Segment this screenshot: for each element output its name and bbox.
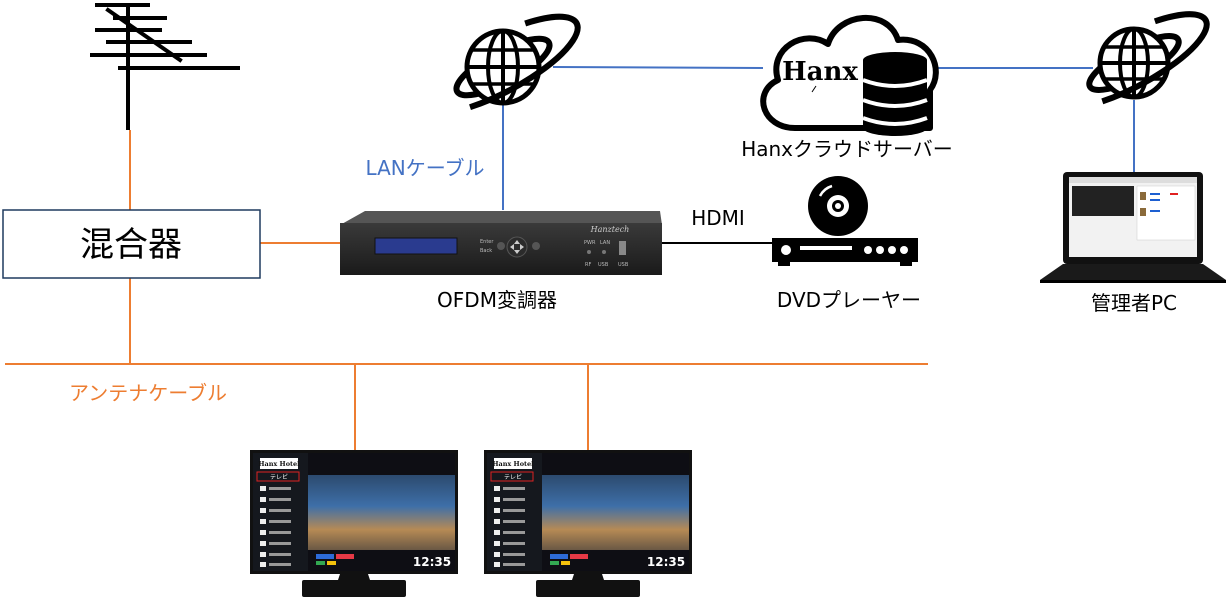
dpad-icon <box>506 236 528 258</box>
device-lan-label: LAN <box>600 240 610 246</box>
cloud-logo: Hanx <box>782 57 858 87</box>
modulator-icon: Enter Back PWR LAN RF USB USB Hanztech <box>340 211 662 275</box>
antenna-icon <box>90 3 240 130</box>
database-icon <box>862 52 928 136</box>
admin-pc-label: 管理者PC <box>1091 291 1177 315</box>
tv-menu-first: テレビ <box>270 473 288 481</box>
device-back-label: Back <box>480 248 492 254</box>
mixer-node: 混合器 <box>2 209 261 279</box>
laptop-icon <box>1040 172 1226 283</box>
lan-cable-label: LANケーブル <box>365 156 484 180</box>
globe-icon <box>1086 11 1210 105</box>
hdmi-label: HDMI <box>691 206 745 230</box>
tv-time: 12:35 <box>413 555 451 569</box>
tv-menu-first: テレビ <box>504 473 522 481</box>
antenna-cable-label: アンテナケーブル <box>69 381 227 405</box>
globe-to-cloud-line <box>552 66 764 69</box>
tv-time: 12:35 <box>647 555 685 569</box>
dvd-player-icon <box>772 176 918 266</box>
device-enter-label: Enter <box>480 239 494 245</box>
connections <box>5 66 1135 450</box>
globe-icon <box>453 13 581 111</box>
ofdm-label: OFDM変調器 <box>437 288 557 312</box>
device-rf-label: RF <box>585 262 591 268</box>
device-pwr-label: PWR <box>584 240 596 246</box>
tv-icon: Hanx Hotel テレビ 12:35 <box>484 450 692 597</box>
device-brand: Hanztech <box>590 225 630 234</box>
cloud-server-label: Hanxクラウドサーバー <box>741 137 953 161</box>
device-usb2-label: USB <box>618 262 629 268</box>
tv-logo: Hanx Hotel <box>258 460 300 468</box>
tv-icon: Hanx Hotel テレビ 12:35 <box>250 450 458 597</box>
cloud-icon: Hanx <box>760 14 939 131</box>
dvd-label: DVDプレーヤー <box>777 288 921 312</box>
device-usb-label: USB <box>598 262 609 268</box>
mixer-label: 混合器 <box>80 225 182 265</box>
tv-logo: Hanx Hotel <box>492 460 534 468</box>
